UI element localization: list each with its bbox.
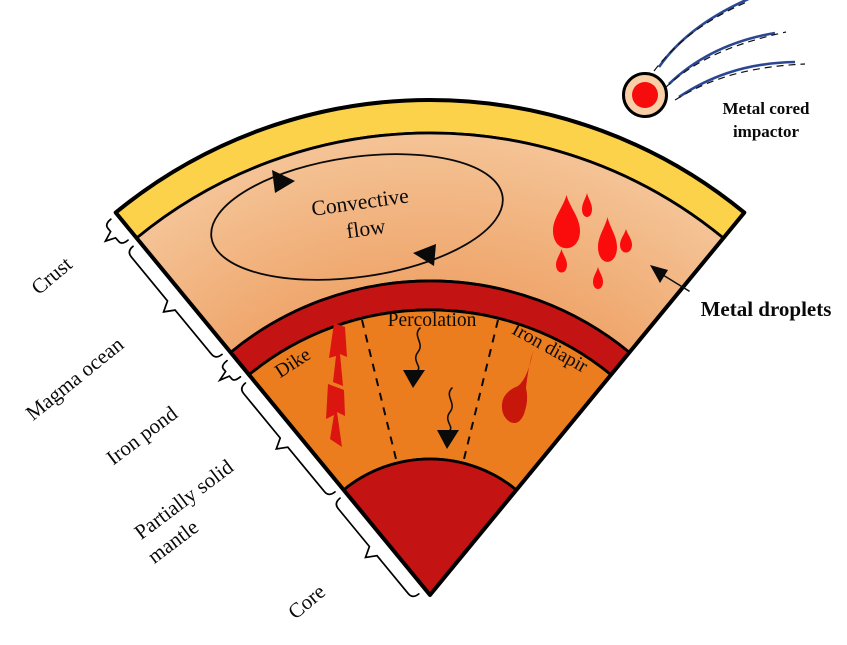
convective-arrowhead-bottom	[413, 244, 436, 266]
impactor-trail-shadow	[664, 31, 787, 89]
impactor-trail	[678, 60, 796, 99]
metal-droplets-label: Metal droplets	[701, 297, 832, 321]
svg-text:Crust: Crust	[26, 252, 76, 300]
core-layer	[342, 457, 518, 597]
svg-text:Core: Core	[283, 579, 330, 624]
iron-diapir-shape	[501, 351, 533, 423]
convective-arrowhead-top	[272, 170, 295, 193]
convective-loop	[210, 153, 504, 281]
iron-pond-label: Iron pond	[102, 401, 183, 470]
impactor-trail	[657, 0, 750, 68]
partially-solid-mantle-label: Partially solid mantle	[130, 454, 238, 568]
svg-text:impactor: impactor	[733, 122, 800, 141]
impactor-trail	[668, 31, 776, 85]
impactor-core	[632, 82, 658, 108]
wedge-outline	[113, 98, 747, 597]
dike-bolt-shape	[326, 323, 347, 447]
core-label: Core	[283, 579, 330, 624]
crust-brace	[103, 218, 129, 244]
svg-text:flow: flow	[345, 214, 388, 243]
svg-text:Iron pond: Iron pond	[102, 401, 183, 470]
impactor-trails	[653, 0, 806, 101]
magma-ocean-brace	[128, 245, 223, 358]
magma-ocean-label: Magma ocean	[21, 332, 128, 425]
percolation-label: Percolation	[388, 310, 477, 331]
iron-pond-brace	[217, 359, 242, 383]
svg-text:Magma ocean: Magma ocean	[21, 332, 128, 425]
mantle-brace	[240, 382, 336, 496]
crust-label: Crust	[26, 252, 76, 300]
svg-text:Metal cored: Metal cored	[722, 99, 810, 118]
metal-droplets-arrow	[650, 265, 690, 292]
metal-cored-impactor-label: Metal cored impactor	[722, 99, 810, 141]
core-brace	[335, 497, 420, 598]
percolation-arrow-1	[403, 327, 425, 388]
percolation-arrow-2	[437, 387, 459, 449]
